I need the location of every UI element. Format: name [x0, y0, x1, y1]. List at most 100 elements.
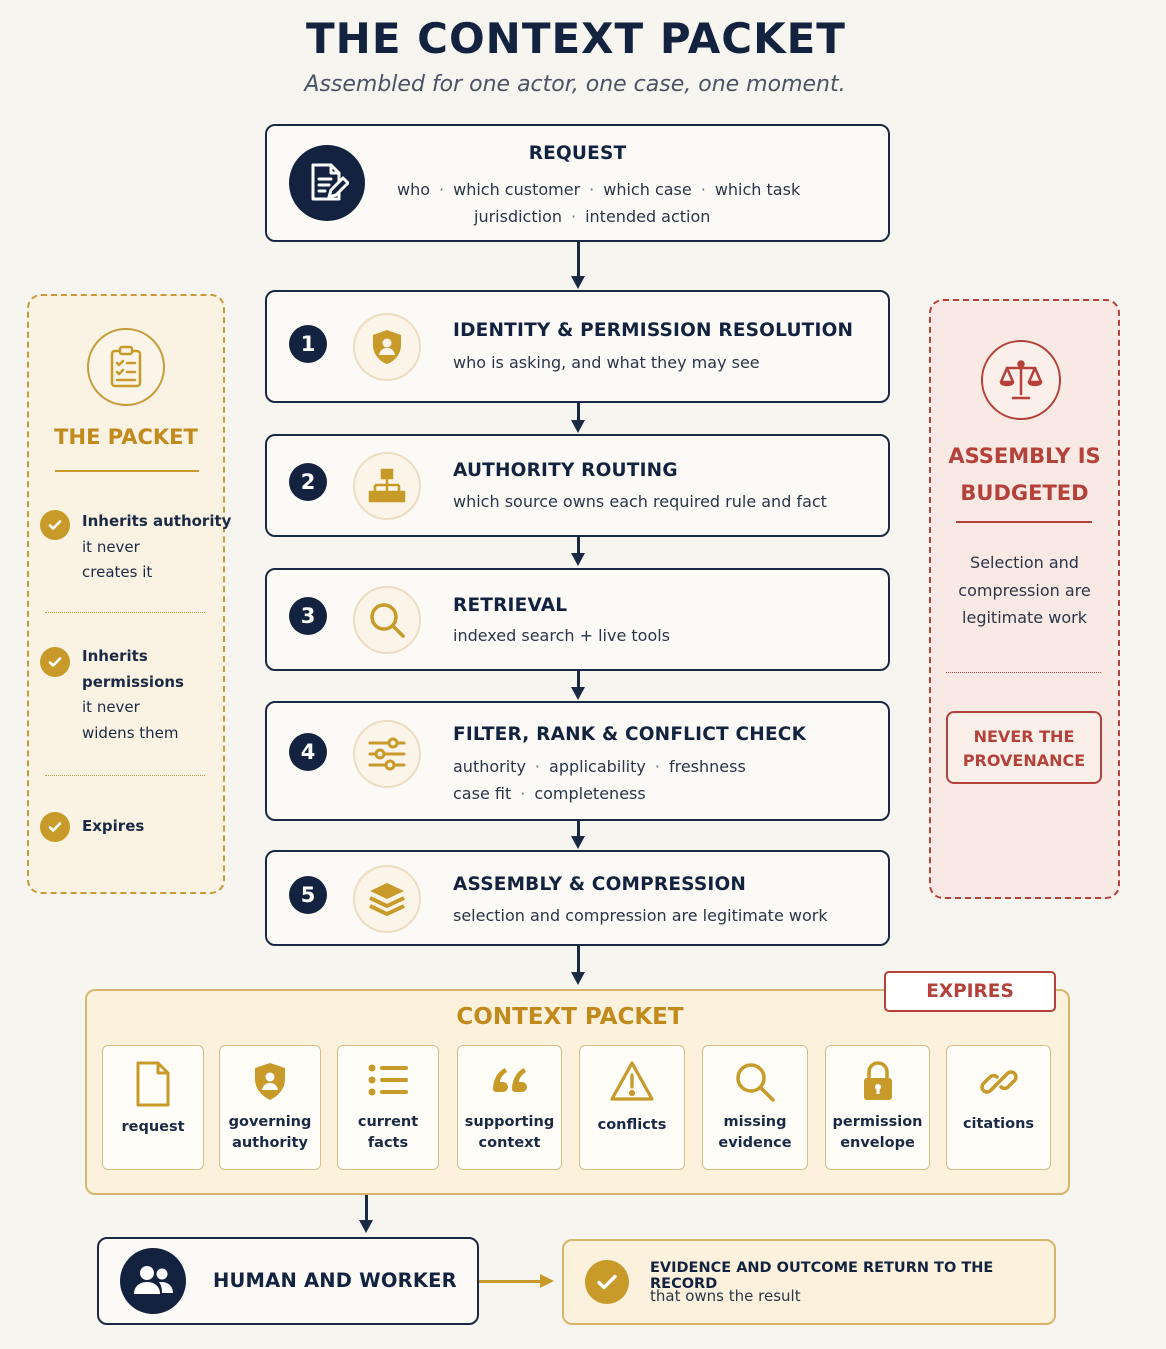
packet-item-label: current facts — [338, 1112, 438, 1154]
property-detail: it never — [82, 537, 140, 556]
criterion-case-fit: case fit — [453, 784, 512, 803]
quote-icon — [458, 1058, 561, 1098]
step-title: ASSEMBLY & COMPRESSION — [453, 874, 747, 895]
flow-arrowhead — [571, 420, 585, 433]
step-criteria-line-2: case fit·completeness — [453, 784, 646, 803]
criterion-authority: authority — [453, 757, 526, 776]
badge-line: NEVER THE — [973, 727, 1075, 746]
step-number: 5 — [289, 876, 327, 914]
badge-line: PROVENANCE — [962, 751, 1086, 770]
flow-arrow — [577, 536, 580, 555]
label-line: supporting — [464, 1114, 555, 1130]
flow-arrowhead — [571, 276, 585, 289]
property-detail: it never — [82, 698, 140, 716]
expires-badge: EXPIRES — [884, 971, 1056, 1012]
flow-arrowhead — [359, 1220, 373, 1233]
divider — [956, 521, 1092, 523]
label-line: permission — [832, 1114, 923, 1130]
step-number: 1 — [289, 325, 327, 363]
property-heading: Inherits — [82, 647, 148, 665]
flow-arrow — [577, 945, 580, 974]
request-field-who: who — [397, 180, 431, 199]
users-icon — [120, 1248, 186, 1314]
request-field-customer: which customer — [453, 180, 581, 199]
label-line: request — [121, 1119, 185, 1135]
packet-property-permissions: Inherits permissions it never widens the… — [82, 644, 184, 746]
context-packet-title: CONTEXT PACKET — [456, 1004, 684, 1030]
step-title: RETRIEVAL — [453, 595, 568, 616]
label-line: current — [357, 1114, 419, 1130]
request-line-1: who·which customer·which case·which task — [397, 180, 801, 199]
label-line: missing — [723, 1114, 787, 1130]
flow-arrowhead — [571, 836, 585, 849]
label-line: conflicts — [597, 1117, 667, 1133]
step-retrieval-box: 3 RETRIEVAL indexed search + live tools — [265, 568, 890, 671]
evidence-description: that owns the result — [650, 1287, 801, 1305]
check-icon — [40, 812, 70, 842]
packet-item-permission-envelope: permission envelope — [825, 1045, 930, 1170]
body-line: legitimate work — [962, 608, 1087, 627]
packet-item-missing-evidence: missing evidence — [702, 1045, 808, 1170]
label-line: facts — [367, 1135, 409, 1151]
body-line: compression are — [958, 580, 1091, 600]
dotted-divider — [45, 775, 205, 776]
label-line: citations — [962, 1116, 1035, 1132]
step-title: AUTHORITY ROUTING — [453, 460, 678, 481]
list-icon — [338, 1060, 438, 1100]
budget-panel-title: ASSEMBLY IS BUDGETED — [929, 438, 1120, 512]
request-box: REQUEST who·which customer·which case·wh… — [265, 124, 890, 242]
criterion-completeness: completeness — [534, 784, 646, 803]
page-title: THE CONTEXT PACKET — [306, 14, 846, 63]
request-line-2: jurisdiction·intended action — [474, 207, 711, 226]
sliders-icon — [353, 720, 421, 788]
dotted-divider — [45, 612, 205, 613]
request-field-task: which task — [714, 180, 801, 199]
packet-item-citations: citations — [946, 1045, 1051, 1170]
page-subtitle: Assembled for one actor, one case, one m… — [304, 72, 846, 97]
return-arrowhead — [540, 1274, 554, 1288]
evidence-return-box: EVIDENCE AND OUTCOME RETURN TO THE RECOR… — [562, 1239, 1056, 1325]
packet-property-expires: Expires — [82, 814, 144, 840]
search-icon — [703, 1060, 807, 1104]
divider — [55, 470, 199, 472]
step-criteria-line-1: authority·applicability·freshness — [453, 757, 746, 776]
label-line: evidence — [718, 1135, 792, 1151]
clipboard-checklist-icon — [87, 328, 165, 406]
evidence-title: EVIDENCE AND OUTCOME RETURN TO THE RECOR… — [650, 1260, 994, 1292]
property-heading: permissions — [82, 672, 184, 691]
return-arrow — [479, 1280, 543, 1283]
lock-icon — [826, 1060, 929, 1104]
packet-panel-title: THE PACKET — [54, 425, 198, 449]
human-worker-label: HUMAN AND WORKER — [213, 1269, 457, 1292]
packet-item-label: citations — [947, 1114, 1050, 1135]
human-worker-box: HUMAN AND WORKER — [97, 1237, 479, 1325]
dotted-divider — [946, 672, 1101, 673]
check-icon — [40, 647, 70, 677]
step-description: selection and compression are legitimate… — [453, 906, 828, 925]
label-line: governing — [228, 1114, 312, 1130]
packet-item-label: permission envelope — [826, 1112, 929, 1154]
step-title: IDENTITY & PERMISSION RESOLUTION — [453, 320, 854, 341]
layers-icon — [353, 865, 421, 933]
flow-arrow — [577, 670, 580, 689]
body-line: Selection and — [970, 553, 1079, 572]
flow-arrow — [577, 820, 580, 838]
property-detail: creates it — [82, 563, 153, 581]
never-provenance-badge: NEVER THE PROVENANCE — [946, 711, 1102, 784]
step-description: which source owns each required rule and… — [453, 492, 827, 511]
search-icon — [353, 586, 421, 654]
check-icon — [40, 510, 70, 540]
check-icon — [585, 1260, 629, 1304]
label-line: envelope — [840, 1135, 915, 1151]
shield-user-icon — [353, 313, 421, 381]
flow-arrowhead — [571, 972, 585, 985]
packet-item-conflicts: conflicts — [579, 1045, 685, 1170]
step-identity-box: 1 IDENTITY & PERMISSION RESOLUTION who i… — [265, 290, 890, 403]
step-filter-box: 4 FILTER, RANK & CONFLICT CHECK authorit… — [265, 701, 890, 821]
packet-property-authority: Inherits authority it never creates it — [82, 509, 231, 586]
property-heading: Inherits authority — [82, 512, 232, 530]
step-description: indexed search + live tools — [453, 626, 671, 645]
